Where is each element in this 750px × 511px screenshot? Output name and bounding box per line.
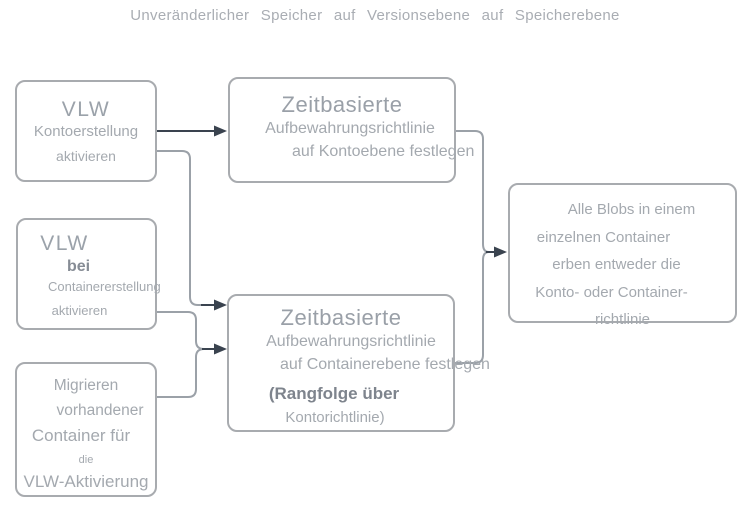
connector-accountpolicy-to-inherit: [456, 130, 490, 253]
node-label-line: die: [78, 454, 94, 466]
node-label-line: (Rangfolge über: [268, 384, 400, 403]
connector-containerpolicy-to-inherit: [455, 251, 490, 364]
node-label-line: Kontoerstellung: [33, 123, 139, 140]
node-label-line: bei: [66, 258, 91, 275]
node-enable-vlw-container: VLW bei Containererstellung aktivieren: [16, 218, 161, 330]
node-container-level-policy: Zeitbasierte Aufbewahrungsrichtlinie auf…: [227, 294, 490, 432]
node-account-level-policy: Zeitbasierte Aufbewahrungsrichtlinie auf…: [228, 77, 475, 183]
node-label-line: aktivieren: [56, 148, 116, 164]
connector-arrowhead: [214, 125, 227, 137]
node-label-line: Migrieren: [53, 377, 119, 394]
node-label-line: VLW-Aktivierung: [23, 472, 149, 491]
node-label-line: richtlinie: [594, 311, 651, 328]
node-blobs-inherit-policy: Alle Blobs in einem einzelnen Container …: [508, 183, 737, 328]
connector-box3-to-merge: [157, 348, 205, 398]
node-label-line: auf Containerebene festlegen: [280, 356, 490, 373]
node-label-line: Containererstellung: [48, 279, 161, 294]
node-label-line: erben entweder die: [552, 256, 681, 273]
node-label-line: VLW: [61, 98, 111, 121]
node-enable-vlw-account: VLW Kontoerstellung aktivieren: [15, 80, 157, 182]
node-migrate-containers: Migrieren vorhandener Container für die …: [15, 362, 157, 497]
node-label-line: VLW: [40, 232, 89, 255]
node-label-line: aktivieren: [51, 303, 108, 318]
node-label-line: vorhandener: [56, 402, 144, 419]
connector-arrowhead: [494, 246, 507, 258]
node-label-line: Kontorichtlinie): [285, 409, 385, 426]
diagram-title: Unveränderlicher Speicher auf Versionseb…: [130, 7, 620, 24]
connector-box2-to-merge: [157, 311, 205, 350]
node-label-line: Aufbewahrungsrichtlinie: [266, 333, 436, 350]
node-label-line: Konto- oder Container-: [535, 283, 688, 301]
node-label-line: Zeitbasierte: [280, 305, 402, 330]
node-label-line: Zeitbasierte: [281, 92, 403, 117]
node-label-line: Alle Blobs in einem: [567, 201, 696, 218]
node-label-line: Container für: [31, 426, 131, 445]
connector-box1-to-container: [157, 150, 204, 306]
node-label-line: Aufbewahrungsrichtlinie: [265, 120, 435, 137]
node-label-line: auf Kontoebene festlegen: [292, 143, 475, 160]
connector-arrowhead: [214, 299, 227, 311]
connector-arrowhead: [214, 343, 227, 355]
node-label-line: einzelnen Container: [536, 228, 671, 246]
